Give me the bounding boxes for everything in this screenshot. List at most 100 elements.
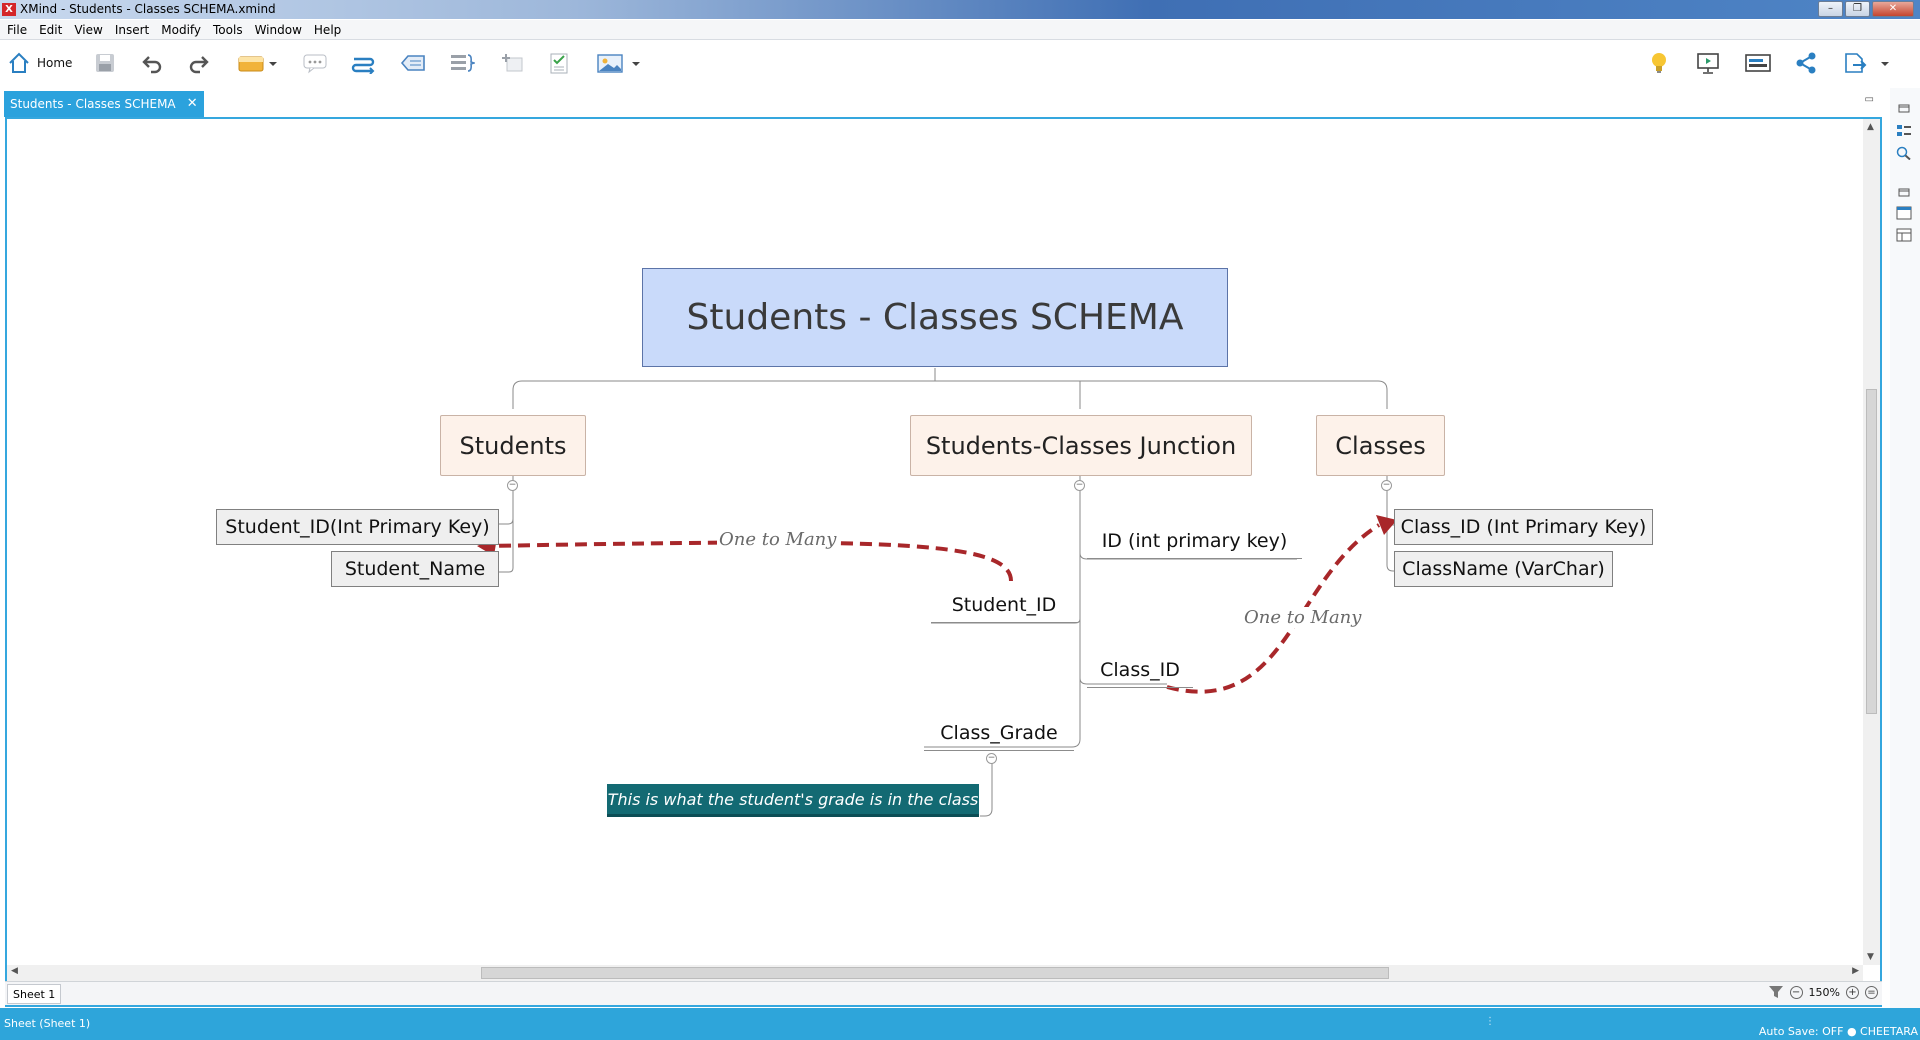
collapse-students-icon[interactable]: − bbox=[507, 480, 518, 491]
collapse-junction-icon[interactable]: − bbox=[1074, 480, 1085, 491]
undo-icon bbox=[142, 56, 162, 74]
subtopic-class-id-pk[interactable]: Class_ID (Int Primary Key) bbox=[1394, 509, 1653, 545]
relationship-button[interactable] bbox=[350, 51, 376, 75]
redo-button[interactable] bbox=[188, 51, 210, 75]
home-icon bbox=[9, 52, 29, 73]
menu-modify[interactable]: Modify bbox=[161, 23, 202, 37]
status-bar: Sheet (Sheet 1) ⋮ Auto Save: OFF ● CHEET… bbox=[0, 1008, 1920, 1040]
redo-icon bbox=[189, 56, 209, 74]
subtopic-class-grade[interactable]: Class_Grade bbox=[924, 715, 1074, 751]
insert-image-button[interactable] bbox=[597, 51, 641, 75]
task-button[interactable] bbox=[548, 51, 570, 75]
menu-file[interactable]: File bbox=[7, 23, 28, 37]
properties-icon[interactable] bbox=[1896, 206, 1912, 220]
summary-button[interactable] bbox=[449, 51, 475, 75]
callout-button[interactable] bbox=[302, 51, 328, 75]
zoom-out-button[interactable]: − bbox=[1789, 985, 1803, 999]
task-icon bbox=[550, 53, 568, 74]
share-button[interactable] bbox=[1795, 51, 1817, 75]
minimize-panel-icon-2[interactable] bbox=[1896, 186, 1912, 200]
insert-topic-button[interactable] bbox=[238, 51, 278, 75]
subtopic-student-id-pk[interactable]: Student_ID(Int Primary Key) bbox=[216, 509, 499, 545]
scroll-up-icon[interactable]: ▲ bbox=[1867, 122, 1874, 132]
vertical-scrollbar[interactable]: ▲ ▼ bbox=[1863, 119, 1880, 965]
maximize-button[interactable]: ❐ bbox=[1845, 1, 1870, 17]
boundary-button[interactable] bbox=[400, 51, 426, 75]
restore-view-icon[interactable]: ▭ bbox=[1864, 94, 1874, 105]
callout-icon bbox=[303, 54, 327, 74]
outline-icon bbox=[1745, 54, 1771, 72]
home-label: Home bbox=[37, 56, 73, 70]
presentation-icon bbox=[1697, 53, 1719, 74]
relationship-icon bbox=[351, 57, 375, 74]
relationship-line-students[interactable] bbox=[486, 540, 1013, 582]
central-topic[interactable]: Students - Classes SCHEMA bbox=[642, 268, 1228, 367]
vertical-scroll-thumb[interactable] bbox=[1866, 389, 1877, 714]
menu-help[interactable]: Help bbox=[313, 23, 342, 37]
scroll-left-icon[interactable]: ◀ bbox=[11, 966, 18, 976]
relationship-line-classes[interactable] bbox=[1166, 523, 1381, 694]
subtopic-junction-student-id[interactable]: Student_ID bbox=[931, 587, 1077, 623]
window-title: XMind - Students - Classes SCHEMA.xmind bbox=[20, 2, 276, 16]
tab-close-icon[interactable]: ✕ bbox=[186, 96, 198, 111]
add-marker-button[interactable] bbox=[499, 51, 525, 75]
horizontal-scroll-thumb[interactable] bbox=[481, 967, 1389, 979]
undo-button[interactable] bbox=[141, 51, 163, 75]
minimize-button[interactable]: – bbox=[1818, 1, 1843, 17]
topic-classes[interactable]: Classes bbox=[1316, 415, 1445, 476]
zoom-reset-button[interactable]: = bbox=[1865, 985, 1878, 999]
status-autosave[interactable]: Auto Save: OFF ● CHEETARA bbox=[1758, 1025, 1918, 1038]
share-icon bbox=[1796, 52, 1816, 74]
save-icon bbox=[96, 54, 114, 72]
topic-icon bbox=[238, 56, 277, 72]
subtopic-junction-id[interactable]: ID (int primary key) bbox=[1087, 523, 1302, 559]
export-icon bbox=[1845, 53, 1889, 73]
subtopic-class-name[interactable]: ClassName (VarChar) bbox=[1394, 551, 1613, 587]
zoom-level: 150% bbox=[1808, 985, 1840, 999]
xmind-logo-icon: X bbox=[2, 3, 16, 16]
presentation-button[interactable] bbox=[1696, 51, 1720, 75]
scroll-down-icon[interactable]: ▼ bbox=[1867, 952, 1874, 962]
minimize-panel-icon[interactable] bbox=[1896, 102, 1912, 116]
menu-bar: File Edit View Insert Modify Tools Windo… bbox=[0, 20, 1920, 40]
menu-window[interactable]: Window bbox=[254, 23, 302, 37]
save-button[interactable] bbox=[94, 51, 116, 75]
scroll-right-icon[interactable]: ▶ bbox=[1852, 966, 1859, 976]
mindmap-canvas[interactable]: Students - Classes SCHEMA Students Stude… bbox=[7, 119, 1863, 965]
overview-zoom-icon[interactable] bbox=[1896, 146, 1912, 160]
sheet-tab-1[interactable]: Sheet 1 bbox=[7, 984, 62, 1004]
boundary-icon bbox=[400, 55, 425, 71]
side-panel-strip bbox=[1890, 88, 1920, 1008]
export-button[interactable] bbox=[1843, 51, 1891, 75]
status-divider-grip: ⋮ bbox=[1485, 1016, 1495, 1027]
summary-icon bbox=[451, 54, 475, 72]
tab-students-classes-schema[interactable]: Students - Classes SCHEMA ✕ bbox=[4, 91, 204, 117]
status-sheet-info: Sheet (Sheet 1) bbox=[4, 1017, 91, 1030]
lightbulb-icon bbox=[1652, 53, 1666, 73]
outline-view-button[interactable] bbox=[1745, 51, 1771, 75]
filter-icon[interactable] bbox=[1768, 985, 1784, 999]
menu-view[interactable]: View bbox=[74, 23, 103, 37]
markers-icon[interactable] bbox=[1896, 228, 1912, 242]
subtopic-student-name[interactable]: Student_Name bbox=[331, 551, 499, 587]
menu-insert[interactable]: Insert bbox=[114, 23, 150, 37]
menu-tools[interactable]: Tools bbox=[213, 23, 243, 37]
menu-edit[interactable]: Edit bbox=[39, 23, 63, 37]
brainstorm-button[interactable] bbox=[1648, 51, 1670, 75]
outliner-icon[interactable] bbox=[1896, 124, 1912, 138]
topic-students[interactable]: Students bbox=[440, 415, 586, 476]
callout-class-grade-note[interactable]: This is what the student's grade is in t… bbox=[607, 784, 979, 817]
tab-label: Students - Classes SCHEMA bbox=[10, 97, 176, 111]
home-button[interactable]: Home bbox=[7, 51, 72, 75]
zoom-in-button[interactable]: + bbox=[1846, 985, 1859, 999]
collapse-classes-icon[interactable]: − bbox=[1381, 480, 1392, 491]
topic-students-classes-junction[interactable]: Students-Classes Junction bbox=[910, 415, 1252, 476]
horizontal-scrollbar[interactable]: ◀ ▶ bbox=[7, 965, 1863, 981]
connector-lines bbox=[477, 368, 1397, 817]
subtopic-junction-class-id[interactable]: Class_ID bbox=[1087, 652, 1193, 688]
collapse-class-grade-icon[interactable]: − bbox=[986, 753, 997, 764]
close-button[interactable]: ✕ bbox=[1872, 1, 1914, 17]
relationship-label-students[interactable]: One to Many bbox=[717, 529, 839, 550]
relationship-label-classes[interactable]: One to Many bbox=[1242, 607, 1364, 628]
sheet-bar: Sheet 1 − 150% + = bbox=[5, 981, 1882, 1005]
